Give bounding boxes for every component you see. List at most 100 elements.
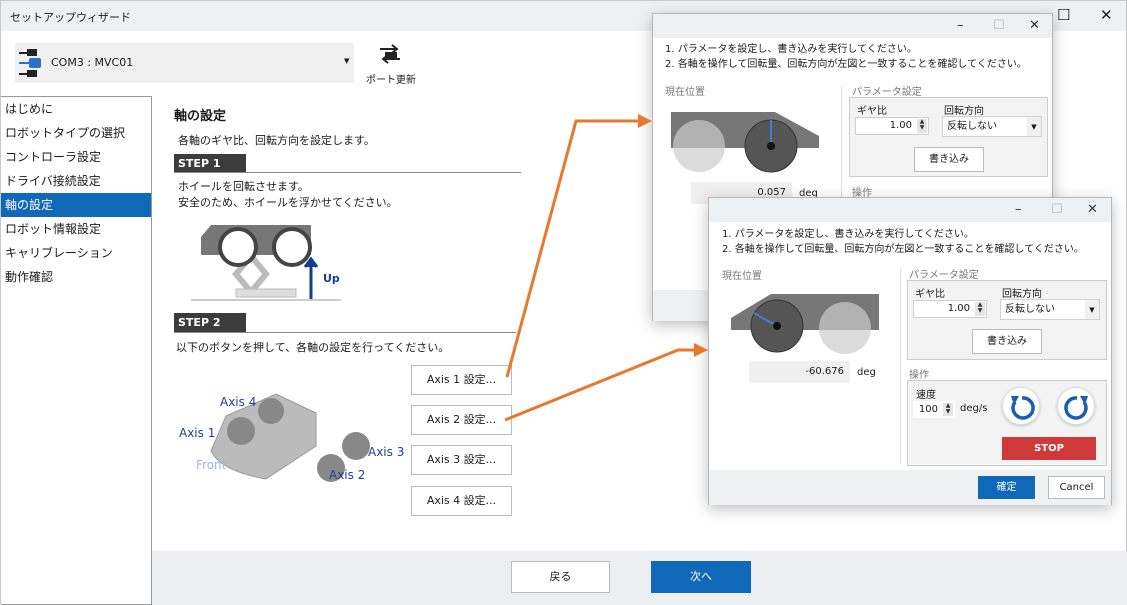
spinner-icon[interactable]: ▲▼ bbox=[975, 302, 985, 316]
direction-select[interactable]: 反転しない ▼ bbox=[942, 116, 1042, 137]
step2-header: STEP 2 bbox=[174, 313, 246, 332]
cancel-button[interactable]: Cancel bbox=[1048, 476, 1105, 499]
param-group: ギヤ比 1.00▲▼ 回転方向 反転しない ▼ 書き込み bbox=[849, 97, 1048, 177]
maximize-icon[interactable]: ☐ bbox=[1057, 6, 1071, 24]
direction-value: 反転しない bbox=[947, 121, 997, 132]
divider bbox=[174, 332, 516, 333]
position-label: 現在位置 bbox=[665, 87, 705, 98]
minimize-icon[interactable]: – bbox=[1015, 202, 1022, 217]
sidebar-item-controller[interactable]: コントローラ設定 bbox=[5, 150, 102, 164]
chevron-down-icon: ▼ bbox=[1085, 300, 1099, 319]
axis3-settings-button[interactable]: Axis 3 設定... bbox=[411, 445, 512, 475]
page-title: 軸の設定 bbox=[174, 109, 227, 124]
spinner-icon[interactable]: ▲▼ bbox=[943, 403, 953, 416]
direction-label: 回転方向 bbox=[944, 106, 984, 117]
stop-button[interactable]: STOP bbox=[1002, 437, 1096, 460]
up-label: Up bbox=[323, 272, 340, 285]
speed-input[interactable]: 100 ▲▼ bbox=[913, 401, 955, 418]
position-label: 現在位置 bbox=[722, 271, 762, 282]
direction-select[interactable]: 反転しない ▼ bbox=[1000, 299, 1100, 320]
axis2-settings-dialog: – ☐ ✕ 1. パラメータを設定し、書き込みを実行してください。 2. 各軸を… bbox=[708, 197, 1112, 505]
dialog-title-bar: – ☐ ✕ bbox=[653, 14, 1052, 38]
wizard-steps-sidebar: はじめに ロボットタイプの選択 コントローラ設定 ドライバ接続設定 軸の設定 ロ… bbox=[1, 96, 152, 605]
axis4-label: Axis 4 bbox=[220, 395, 257, 409]
robot-axes-diagram bbox=[210, 393, 370, 482]
gear-label: ギヤ比 bbox=[857, 106, 887, 117]
rotate-cw-icon bbox=[1064, 396, 1088, 420]
port-refresh-label: ポート更新 bbox=[366, 75, 416, 86]
close-icon[interactable]: ✕ bbox=[1087, 202, 1098, 217]
page-description: 各軸のギヤ比、回転方向を設定します。 bbox=[178, 134, 375, 147]
back-button[interactable]: 戻る bbox=[511, 561, 610, 593]
wheel-position-illustration bbox=[731, 294, 879, 354]
direction-label: 回転方向 bbox=[1002, 289, 1042, 300]
axis2-label: Axis 2 bbox=[329, 468, 366, 482]
wizard-footer: 戻る 次へ bbox=[152, 551, 1127, 605]
position-unit: deg bbox=[857, 367, 876, 378]
divider bbox=[174, 172, 521, 173]
instructions: 1. パラメータを設定し、書き込みを実行してください。 2. 各軸を操作して回転… bbox=[722, 227, 1084, 257]
step2-text: 以下のボタンを押して、各軸の設定を行ってください。 bbox=[176, 341, 450, 354]
gear-ratio-input[interactable]: 1.00 ▲▼ bbox=[913, 300, 987, 318]
front-label: Front bbox=[196, 458, 227, 472]
window-title: セットアップウィザード bbox=[10, 11, 131, 24]
gear-label: ギヤ比 bbox=[915, 289, 945, 300]
position-unit: deg bbox=[799, 188, 818, 199]
operation-group: 速度 100▲▼ deg/s STOP bbox=[907, 380, 1107, 466]
instructions: 1. パラメータを設定し、書き込みを実行してください。 2. 各軸を操作して回転… bbox=[665, 42, 1027, 72]
port-refresh-button[interactable]: ポート更新 bbox=[364, 41, 416, 87]
write-button[interactable]: 書き込み bbox=[914, 147, 984, 172]
instruction-1: 1. パラメータを設定し、書き込みを実行してください。 bbox=[722, 229, 974, 240]
chevron-down-icon: ▼ bbox=[1027, 117, 1041, 136]
param-group: ギヤ比 1.00 ▲▼ 回転方向 反転しない ▼ 書き込み bbox=[907, 280, 1107, 360]
instruction-2: 2. 各軸を操作して回転量、回転方向が左図と一致することを確認してください。 bbox=[665, 59, 1027, 70]
usb-ports-icon bbox=[19, 49, 41, 77]
axis1-settings-button[interactable]: Axis 1 設定... bbox=[411, 365, 512, 395]
axis4-settings-button[interactable]: Axis 4 設定... bbox=[411, 486, 512, 516]
close-icon[interactable]: ✕ bbox=[1029, 18, 1040, 33]
param-label: パラメータ設定 bbox=[852, 87, 922, 98]
direction-value: 反転しない bbox=[1005, 304, 1055, 315]
instruction-1: 1. パラメータを設定し、書き込みを実行してください。 bbox=[665, 44, 917, 55]
maximize-icon: ☐ bbox=[993, 18, 1005, 33]
wheel-position-illustration bbox=[671, 112, 819, 173]
sidebar-item-driver[interactable]: ドライバ接続設定 bbox=[5, 174, 101, 188]
port-select[interactable]: COM3 : MVC01 ▼ bbox=[15, 43, 354, 83]
next-button[interactable]: 次へ bbox=[651, 561, 751, 593]
close-icon[interactable]: ✕ bbox=[1100, 6, 1113, 24]
param-label: パラメータ設定 bbox=[909, 270, 979, 281]
operation-label: 操作 bbox=[852, 188, 872, 199]
gear-value: 1.00 bbox=[947, 303, 970, 314]
minimize-icon[interactable]: – bbox=[957, 18, 964, 33]
chevron-down-icon: ▼ bbox=[344, 57, 350, 65]
spinner-icon[interactable]: ▲▼ bbox=[917, 119, 927, 133]
dialog-footer: 確定 Cancel bbox=[709, 470, 1111, 505]
write-button[interactable]: 書き込み bbox=[972, 329, 1042, 354]
sidebar-item-robot-info[interactable]: ロボット情報設定 bbox=[5, 222, 102, 236]
position-value: -60.676 bbox=[749, 361, 850, 383]
operation-label: 操作 bbox=[909, 370, 929, 381]
dialog-title-bar: – ☐ ✕ bbox=[709, 198, 1111, 222]
instruction-2: 2. 各軸を操作して回転量、回転方向が左図と一致することを確認してください。 bbox=[722, 244, 1084, 255]
port-value: COM3 : MVC01 bbox=[51, 56, 134, 69]
gear-ratio-input[interactable]: 1.00▲▼ bbox=[855, 117, 929, 135]
refresh-port-icon bbox=[380, 44, 400, 64]
divider bbox=[900, 268, 901, 464]
step1-text: ホイールを回転させます。 安全のため、ホイールを浮かせてください。 bbox=[178, 179, 398, 211]
sidebar-item-intro[interactable]: はじめに bbox=[5, 102, 54, 116]
rotate-ccw-button[interactable] bbox=[1002, 387, 1040, 425]
lifted-wheel-illustration bbox=[191, 225, 341, 301]
sidebar-item-robot-type[interactable]: ロボットタイプの選択 bbox=[5, 126, 126, 140]
speed-value: 100 bbox=[918, 404, 938, 415]
axis2-settings-button[interactable]: Axis 2 設定... bbox=[411, 405, 512, 435]
ok-button[interactable]: 確定 bbox=[978, 476, 1035, 499]
sidebar-item-calibration[interactable]: キャリブレーション bbox=[5, 246, 113, 260]
axis1-label: Axis 1 bbox=[179, 426, 216, 440]
sidebar-item-operation-check[interactable]: 動作確認 bbox=[5, 270, 54, 284]
step1-line1: ホイールを回転させます。 bbox=[178, 180, 309, 193]
rotate-cw-button[interactable] bbox=[1057, 387, 1095, 425]
maximize-icon: ☐ bbox=[1051, 202, 1063, 217]
sidebar-item-axis[interactable]: 軸の設定 bbox=[1, 193, 151, 217]
step1-line2: 安全のため、ホイールを浮かせてください。 bbox=[178, 196, 398, 209]
axis3-label: Axis 3 bbox=[368, 445, 405, 459]
